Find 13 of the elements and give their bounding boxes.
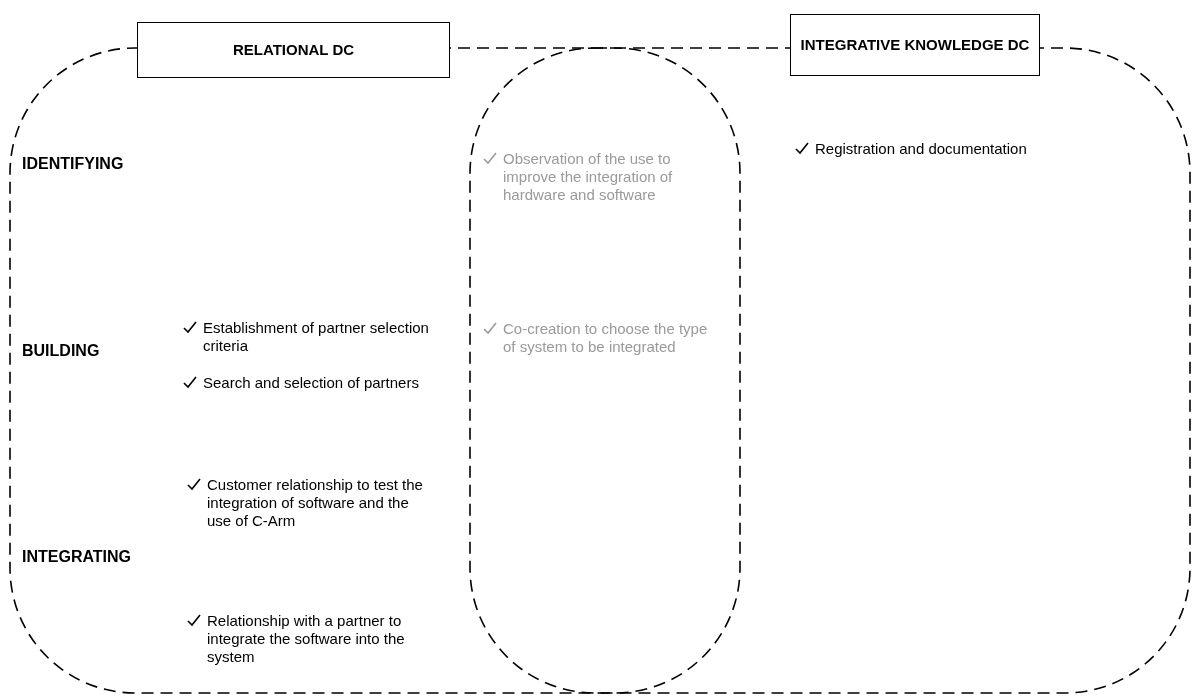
list-item: Observation of the use to improve the integration of hardware and software — [503, 150, 674, 204]
list-item: Establishment of partner selection criteria — [203, 319, 430, 355]
region-title: INTEGRATIVE KNOWLEDGE DC — [790, 14, 1040, 76]
row-label: IDENTIFYING — [22, 155, 124, 173]
row-label: INTEGRATING — [22, 548, 132, 566]
list-item: Registration and documentation — [815, 140, 1027, 158]
region-title: RELATIONAL DC — [137, 22, 450, 78]
dashed-region — [470, 14, 1190, 694]
row-label: BUILDING — [22, 342, 100, 360]
list-item: Search and selection of partners — [203, 374, 419, 392]
list-item: Co-creation to choose the type of system to be integrated — [503, 320, 709, 356]
list-item: Relationship with a partner to integrate the software into the system — [207, 612, 406, 666]
list-item: Customer relationship to test the integration of software and the use of C-Arm — [207, 476, 424, 530]
